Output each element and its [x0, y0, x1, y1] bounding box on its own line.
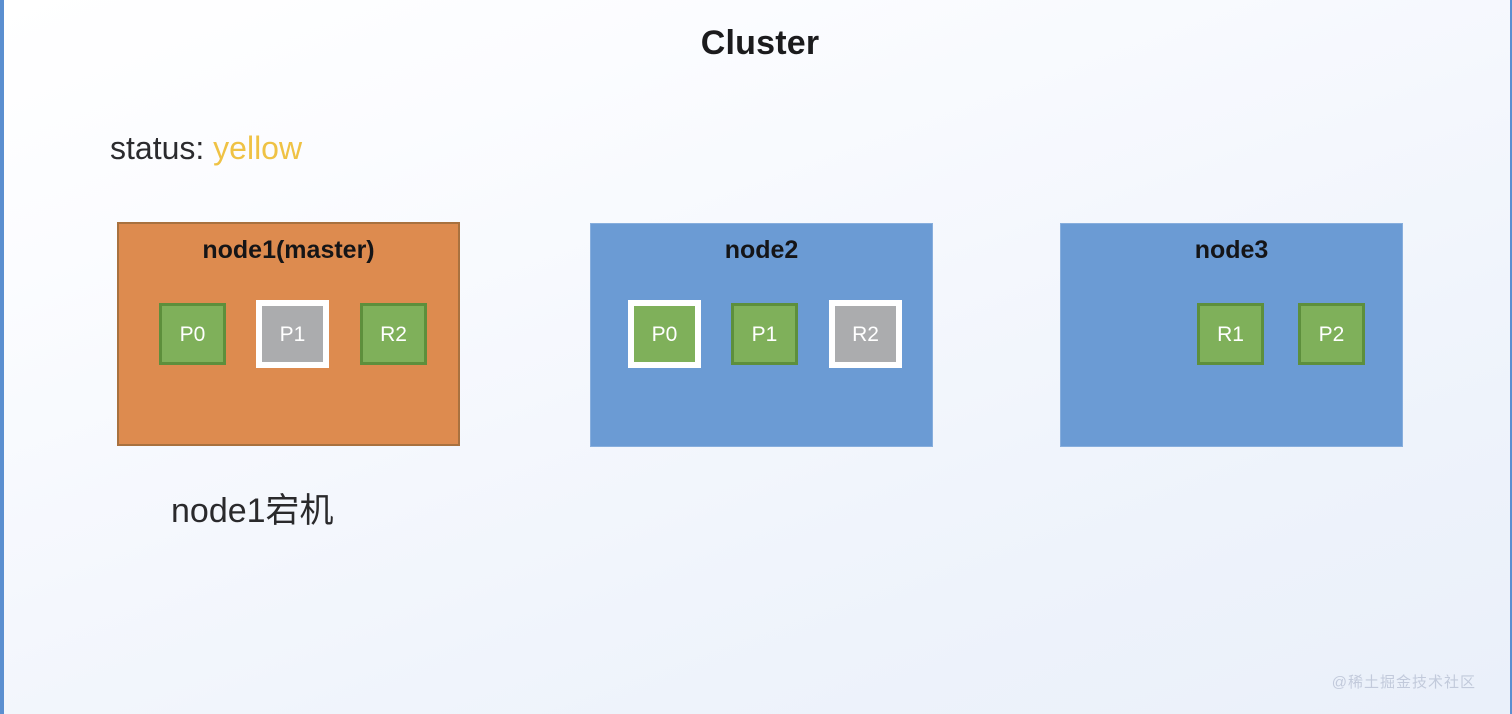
cluster-status-line: status: yellow [110, 130, 302, 167]
shard-p1[interactable]: P1 [256, 300, 329, 368]
shard-label: R2 [380, 322, 407, 346]
shard-p0[interactable]: P0 [628, 300, 701, 368]
node-box-node3[interactable]: node3 R1 P2 [1060, 223, 1403, 447]
status-label: status: [110, 130, 205, 166]
shard-label: P0 [179, 322, 206, 346]
node-title: node2 [724, 236, 799, 264]
shard-row: P0 P1 R2 [591, 300, 932, 373]
status-badge: yellow [213, 130, 303, 166]
shard-row: P0 P1 R2 [119, 300, 458, 373]
shard-label: P2 [1318, 322, 1345, 346]
shard-p2[interactable]: P2 [1298, 303, 1365, 365]
shard-label: R2 [852, 322, 879, 346]
shard-r2[interactable]: R2 [829, 300, 902, 368]
shard-label: R1 [1217, 322, 1244, 346]
watermark: @稀土掘金技术社区 [1331, 674, 1476, 691]
shard-label: P1 [279, 322, 306, 346]
node1-failure-caption: node1宕机 [171, 492, 334, 530]
node-title: node1(master) [202, 236, 375, 264]
page-title: Cluster [700, 24, 820, 62]
shard-r1[interactable]: R1 [1197, 303, 1264, 365]
shard-r2[interactable]: R2 [360, 303, 427, 365]
shard-p1[interactable]: P1 [731, 303, 798, 365]
shard-label: P1 [751, 322, 778, 346]
node-title: node3 [1194, 236, 1269, 264]
node-box-node1[interactable]: node1(master) P0 P1 R2 [117, 222, 460, 446]
node-box-node2[interactable]: node2 P0 P1 R2 [590, 223, 933, 447]
shard-p0[interactable]: P0 [159, 303, 226, 365]
shard-row: R1 P2 [1061, 303, 1402, 373]
shard-label: P0 [651, 322, 678, 346]
